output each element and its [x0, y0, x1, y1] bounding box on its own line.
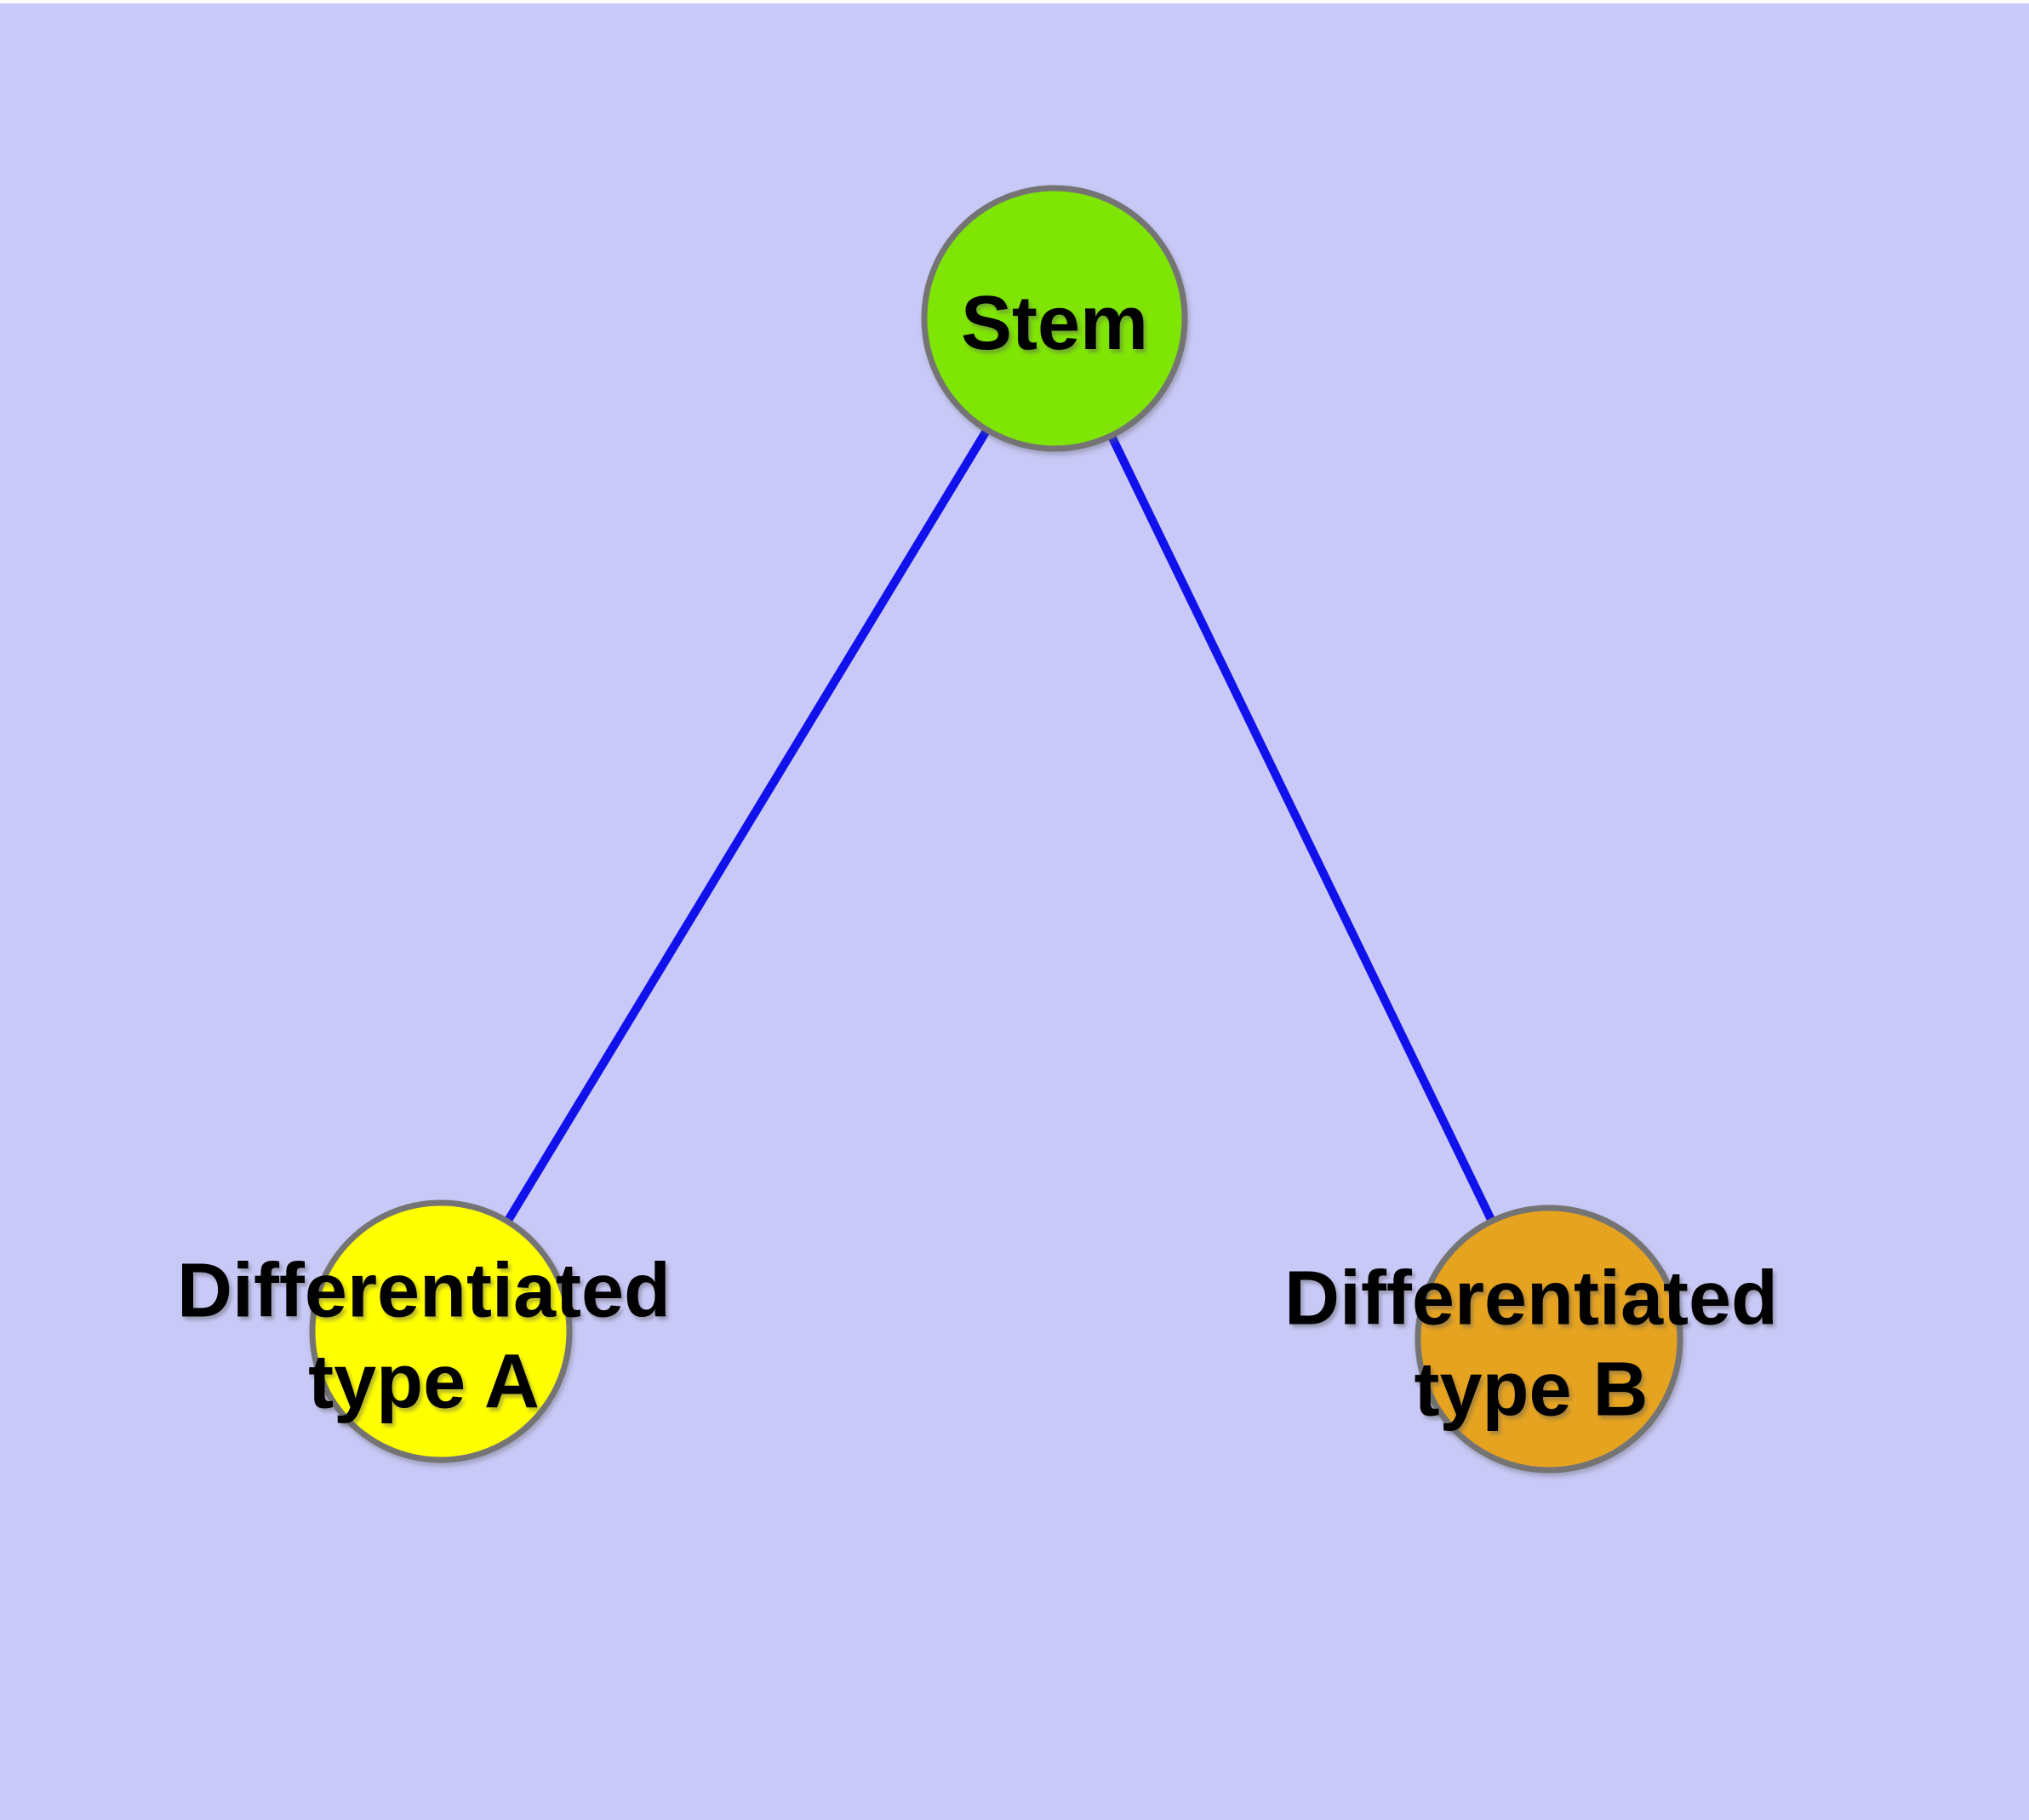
node-label-line: Differentiated [177, 1249, 671, 1334]
edge-stem-to-type-a [437, 316, 1059, 1334]
node-label-line: type B [1414, 1348, 1648, 1433]
node-label-line: Differentiated [1284, 1256, 1778, 1342]
node-label-line: type A [308, 1340, 540, 1425]
edge-stem-to-type-b [1050, 316, 1553, 1342]
node-type-b [1415, 1205, 1683, 1474]
node-label-stem: Stem [961, 281, 1148, 366]
node-label-line: Stem [961, 281, 1148, 366]
edges-layer [437, 316, 1553, 1342]
node-type-a [309, 1199, 573, 1463]
nodes-layer [309, 185, 1683, 1474]
top-border-strip [0, 0, 2029, 3]
node-stem [921, 185, 1188, 452]
